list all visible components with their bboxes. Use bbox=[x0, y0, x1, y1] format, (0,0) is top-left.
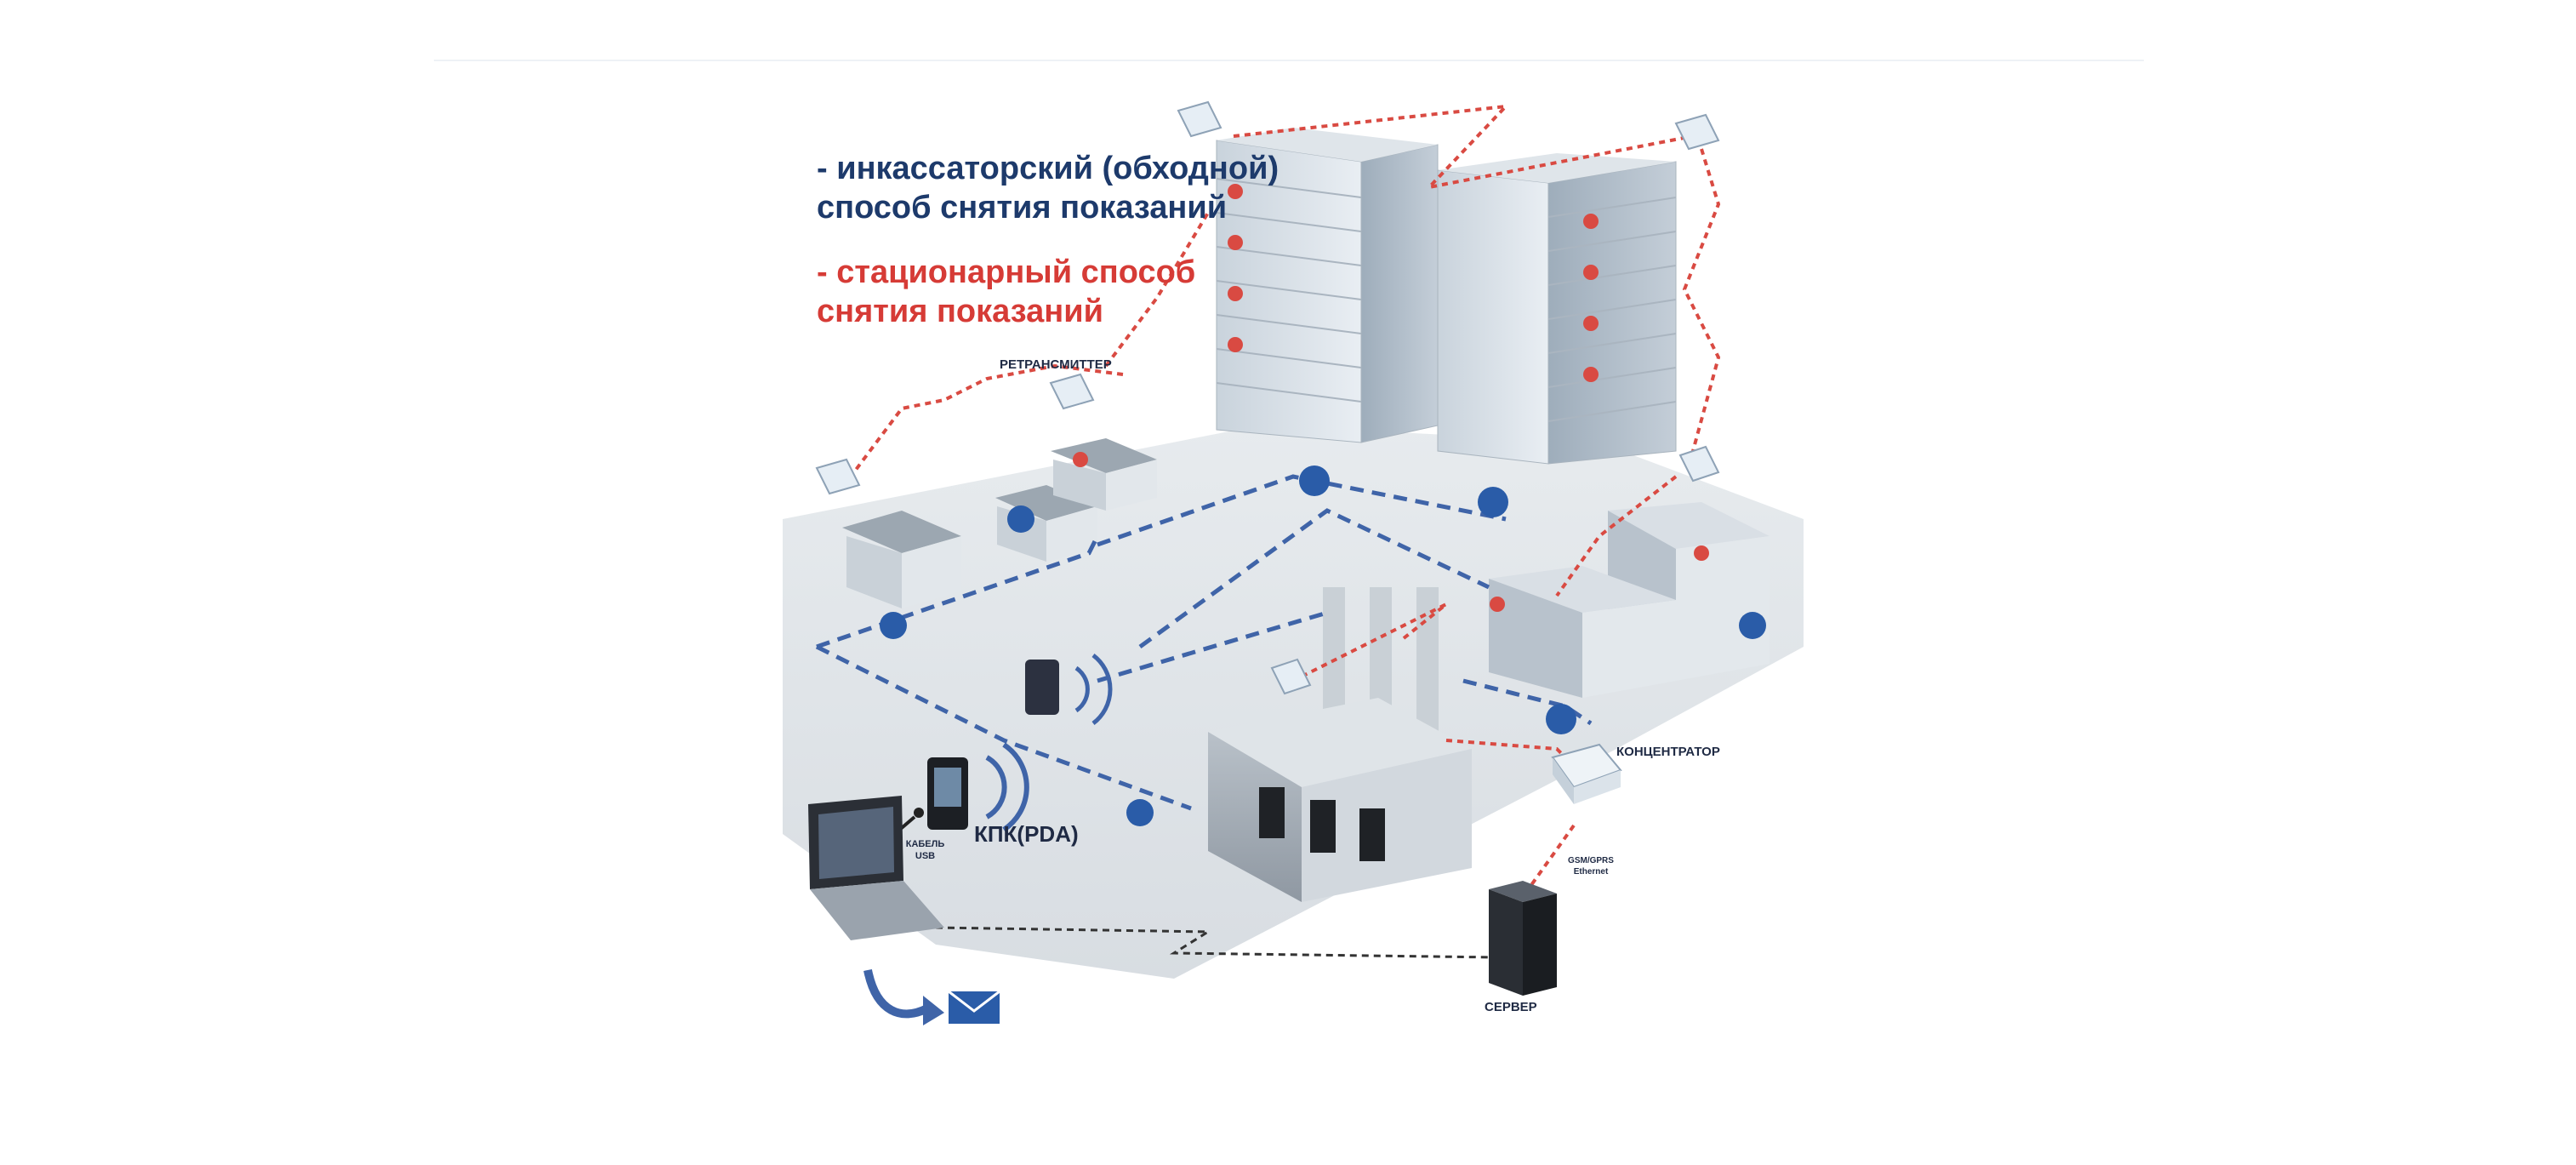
legend-stationary-line2: снятия показаний bbox=[817, 294, 1103, 329]
gsm-ethernet-label: GSM/GPRS Ethernet bbox=[1568, 856, 1614, 877]
retransmitter-icon bbox=[1674, 113, 1720, 151]
server-icon bbox=[1489, 881, 1557, 996]
pda-icon bbox=[927, 742, 1029, 832]
retransmitter-icon bbox=[1049, 373, 1095, 410]
manual-route bbox=[815, 474, 1593, 811]
legend-stationary-line1: - стационарный способ bbox=[817, 254, 1196, 290]
phone-arrow-icon bbox=[863, 968, 944, 1025]
server-label: СЕРВЕР bbox=[1485, 1000, 1537, 1014]
low-rise-houses bbox=[842, 438, 1157, 608]
divider bbox=[434, 60, 2144, 61]
stationary-route bbox=[849, 104, 1721, 887]
concentrator-icon bbox=[1551, 743, 1622, 804]
usb-cable-label: КАБЕЛЬ USB bbox=[905, 839, 945, 861]
concentrator-label: КОНЦЕНТРАТОР bbox=[1616, 745, 1720, 759]
factory bbox=[1208, 587, 1472, 902]
meter-icon bbox=[1073, 184, 1709, 612]
retransmitter-icon bbox=[1177, 100, 1222, 138]
high-rise-building bbox=[1437, 153, 1677, 465]
laptop-icon bbox=[808, 796, 944, 940]
retransmitter-icon bbox=[1678, 445, 1720, 483]
legend-manual-line1: - инкассаторский (обходной) bbox=[817, 151, 1279, 186]
envelope-icon bbox=[948, 990, 1000, 1024]
high-rise-building bbox=[1216, 128, 1439, 443]
legend-manual-line2: способ снятия показаний bbox=[817, 190, 1228, 226]
link-to-laptop bbox=[935, 926, 1498, 959]
mid-rise-building bbox=[1489, 566, 1676, 698]
handheld-terminal-icon bbox=[1025, 654, 1113, 725]
pda-label: КПК(PDA) bbox=[974, 821, 1079, 847]
ground-platform bbox=[783, 425, 1804, 979]
meter-icon bbox=[880, 465, 1766, 826]
retransmitter-icon bbox=[815, 458, 861, 495]
retransmitter-icon bbox=[1270, 658, 1312, 695]
retransmitter-label: РЕТРАНСМИТТЕР bbox=[1000, 357, 1112, 372]
